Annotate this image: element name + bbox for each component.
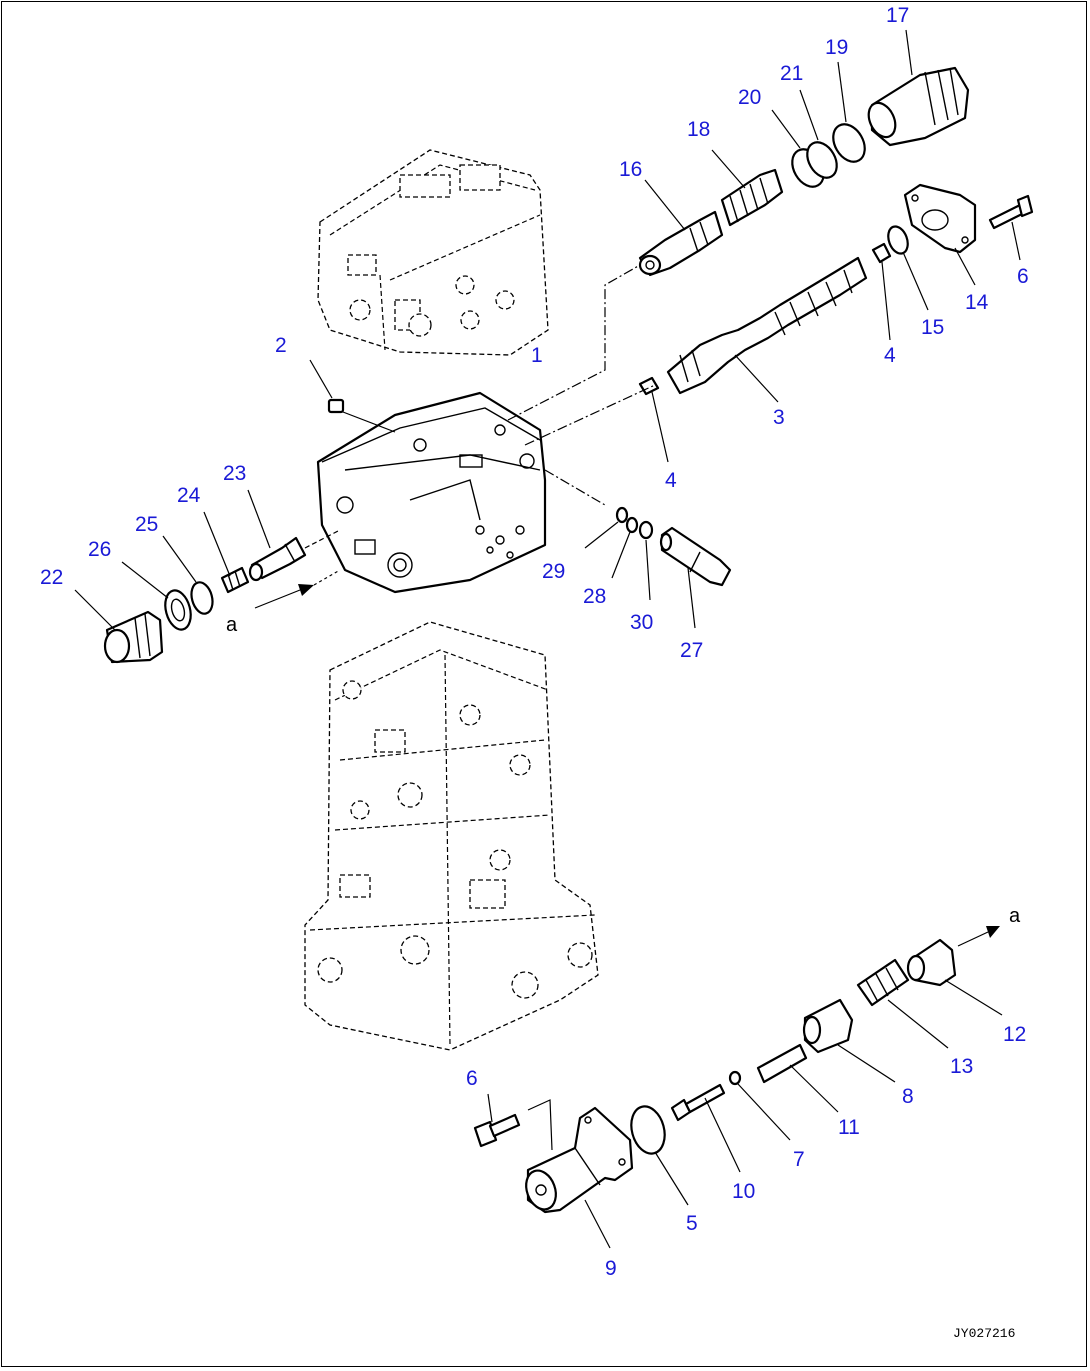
poppet-part-16 — [638, 179, 724, 277]
callout-5: 5 — [686, 1212, 698, 1235]
oring-part-15 — [887, 225, 929, 311]
callout-30: 30 — [630, 611, 653, 634]
washer-part-26 — [121, 561, 192, 631]
callout-13: 13 — [950, 1055, 973, 1078]
leader-bracket-9 — [527, 1099, 553, 1151]
plug-part-2 — [309, 359, 396, 433]
bolt-part-10 — [670, 1083, 741, 1173]
upper-valve-assembly-outline — [317, 149, 549, 356]
callout-2: 2 — [275, 334, 287, 357]
spring-part-18 — [711, 149, 784, 227]
ref-mark-a-right: a — [1009, 905, 1021, 927]
callout-17: 17 — [886, 4, 909, 27]
callout-14: 14 — [965, 291, 989, 314]
callout-29: 29 — [542, 560, 565, 583]
callout-19: 19 — [825, 36, 848, 59]
spring-part-13 — [856, 958, 949, 1049]
callout-18: 18 — [687, 118, 710, 141]
spool-part-3 — [666, 256, 868, 403]
callout-9: 9 — [605, 1257, 617, 1280]
callout-1: 1 — [531, 344, 543, 367]
callout-22: 22 — [40, 566, 63, 589]
callout-11: 11 — [838, 1116, 860, 1139]
spring-part-24 — [203, 511, 250, 594]
callout-27: 27 — [680, 639, 703, 662]
valve-body-part-1 — [316, 391, 547, 594]
drawing-code: JY027216 — [953, 1326, 1015, 1341]
callout-6-upper: 6 — [1017, 265, 1029, 288]
ring-part-21 — [799, 89, 838, 179]
callout-21: 21 — [780, 62, 803, 85]
callout-7: 7 — [793, 1148, 805, 1171]
callout-3: 3 — [773, 406, 785, 429]
callout-24: 24 — [177, 484, 201, 507]
callout-4-upper: 4 — [884, 344, 896, 367]
callout-25: 25 — [135, 513, 158, 536]
arrow-a-left — [254, 569, 341, 609]
bolt-part-6-upper — [988, 194, 1034, 261]
bolt-part-6-lower — [473, 1093, 521, 1148]
callout-26: 26 — [88, 538, 111, 561]
plug-part-27 — [659, 526, 732, 629]
oring-part-5 — [630, 1105, 689, 1206]
callout-labels: 1 2 3 4 4 5 6 6 7 8 9 10 11 12 13 14 15 … — [40, 4, 1029, 1280]
ring-part-30 — [638, 520, 654, 601]
ring-part-29 — [584, 506, 629, 549]
piston-part-23 — [247, 489, 307, 582]
callout-20: 20 — [738, 86, 761, 109]
callout-15: 15 — [921, 316, 944, 339]
axis-line-left — [304, 529, 341, 549]
callout-28: 28 — [583, 585, 606, 608]
ring-part-28 — [611, 516, 639, 579]
oring-part-25 — [162, 535, 214, 615]
callout-6-lower: 6 — [466, 1067, 478, 1090]
plug-part-22 — [74, 589, 164, 664]
pin-part-11 — [756, 1043, 839, 1113]
callout-16: 16 — [619, 158, 642, 181]
arrow-a-right — [957, 926, 1000, 947]
callout-12: 12 — [1003, 1023, 1026, 1046]
washer-part-7 — [728, 1070, 791, 1141]
solenoid-part-9 — [525, 1106, 634, 1249]
sleeve-part-17 — [867, 29, 970, 147]
lower-valve-assembly-outline — [304, 621, 599, 1051]
callout-8: 8 — [902, 1085, 914, 1108]
callout-10: 10 — [732, 1180, 755, 1203]
sleeve-part-8 — [802, 998, 896, 1083]
ref-mark-a-left: a — [226, 614, 238, 636]
cover-part-14 — [903, 183, 977, 286]
plug-part-4-upper — [871, 242, 892, 341]
cap-part-12 — [906, 938, 1003, 1016]
callout-23: 23 — [223, 462, 246, 485]
ring-part-19 — [832, 61, 866, 163]
callout-4-lower: 4 — [665, 469, 677, 492]
